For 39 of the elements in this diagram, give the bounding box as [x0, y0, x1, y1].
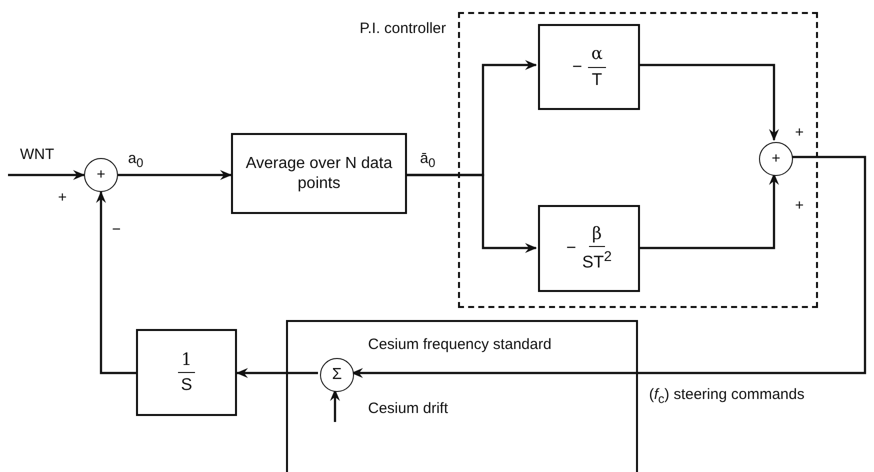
signal-arrow: [8, 170, 85, 180]
group-title: P.I. controller: [360, 20, 446, 38]
numerator: 1: [178, 350, 195, 373]
signal-arrow: [407, 174, 537, 253]
signal-arrow: [638, 173, 779, 250]
denominator: ST$^{2}$: [582, 248, 612, 274]
edge-label: a$_{0}$: [128, 150, 144, 171]
summing-junction: [320, 358, 354, 392]
signal-arrow: [330, 389, 340, 422]
transfer-block: [231, 133, 407, 214]
edge-label: Cesium drift: [368, 400, 448, 418]
operator-symbol: Σ: [332, 365, 342, 385]
sign-label: +: [58, 190, 67, 205]
system-label: Cesium frequency standard: [368, 336, 552, 354]
denominator: S: [180, 374, 192, 396]
sign-label: +: [795, 198, 804, 213]
signal-arrow: [96, 191, 136, 374]
operator-symbol: +: [96, 166, 106, 184]
transfer-block: [136, 329, 237, 416]
numerator: β: [589, 224, 605, 248]
operator-symbol: +: [772, 150, 780, 168]
signal-arrow: [118, 170, 232, 180]
summing-junction: [759, 142, 793, 176]
sign-label: −: [112, 222, 121, 237]
denominator: T: [592, 68, 602, 90]
edge-label: ā$_{0}$: [420, 150, 436, 171]
transfer-block: [538, 24, 640, 110]
signal-arrow: [638, 64, 779, 141]
sign-label: +: [795, 125, 804, 140]
block-label: Average over N data points: [244, 154, 394, 193]
summing-junction: [84, 158, 118, 192]
signal-arrow: [236, 368, 318, 378]
minus-sign: −: [572, 56, 582, 78]
system-box: [286, 320, 638, 472]
minus-sign: −: [566, 238, 576, 259]
numerator: α: [588, 44, 606, 68]
edge-label: WNT: [20, 146, 54, 164]
transfer-block: [538, 205, 640, 292]
edge-label: (f$_{c}$) steering commands: [649, 386, 804, 407]
